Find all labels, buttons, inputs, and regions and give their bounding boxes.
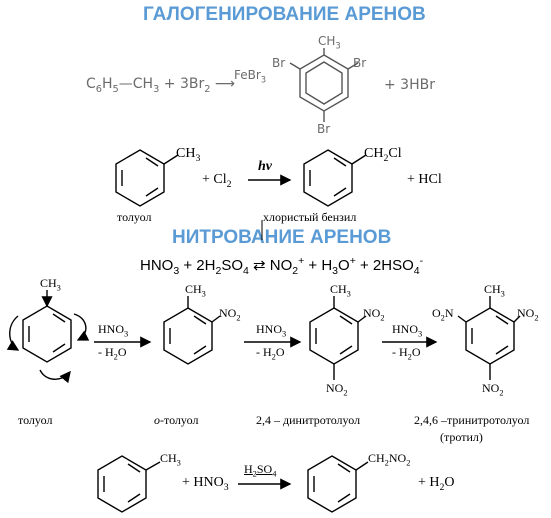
eq-sup: + — [349, 255, 356, 267]
reactant-ch: —CH — [118, 76, 154, 92]
label-trinitrotoluene: 2,4,6 –тринитротолуол — [414, 413, 530, 427]
title-nitration: НИТРОВАНИЕ АРЕНОВ — [172, 227, 392, 248]
step2-reagent: HNO3 — [256, 322, 287, 339]
eq-part: ⇄ NO — [248, 257, 293, 274]
label-o-nitrotoluene: о-толуол — [154, 413, 198, 428]
phenylnitromethane-label: CH2NO2 — [368, 451, 411, 468]
tribromotoluene-ring — [289, 48, 359, 122]
dinitro-no2-para: NO2 — [326, 381, 348, 398]
water-o: O — [444, 475, 455, 490]
trinitro-no2-left: O2N — [432, 306, 454, 323]
step2-minus-water: - H2O — [256, 345, 285, 362]
benzyl-chloride-ring — [303, 149, 367, 207]
title-halogenation: ГАЛОГЕНИРОВАНИЕ АРЕНОВ — [143, 4, 426, 25]
reagent-sub: 2 — [204, 83, 211, 95]
step3-reagent: HNO3 — [392, 322, 423, 339]
nitration-toluene-ch3: CH3 — [40, 276, 61, 293]
o-prefix: о — [154, 413, 160, 427]
label-benzyl-chloride: хлористый бензил — [263, 210, 357, 224]
tribromo-br-right: Br — [353, 56, 367, 70]
o-rest: -толуол — [160, 413, 199, 427]
reactant-sub: 3 — [153, 83, 160, 95]
eq-sub: 3 — [332, 265, 339, 277]
bromine-reagent: + 3Br — [163, 76, 205, 92]
eq-part: + 2HSO — [355, 257, 414, 274]
trinitro-no2-right: NO2 — [517, 306, 539, 323]
hcl-product: + HCl — [407, 172, 442, 187]
label-toluene: толуол — [18, 413, 53, 427]
tribromo-br-left: Br — [272, 56, 286, 70]
cl-text: + Cl — [202, 172, 227, 187]
step1-reagent: HNO3 — [98, 322, 129, 339]
chlorination-toluene-ring — [115, 149, 179, 207]
tribromo-ch3-label: CH3 — [318, 34, 341, 51]
water-sub: 2 — [439, 481, 445, 493]
tribromo-br-bottom: Br — [317, 122, 331, 136]
eq-sup: - — [419, 255, 424, 267]
chlorine-reagent: + Cl2 — [202, 172, 232, 190]
phenylnitromethane-ring — [307, 455, 369, 513]
dinitro-no2-ortho: NO2 — [363, 306, 385, 323]
eq-part: O — [338, 257, 350, 274]
dinitrotoluene-ring — [309, 296, 367, 380]
o-nitrotoluene-ring — [163, 296, 221, 365]
trinitro-no2-para: NO2 — [482, 381, 504, 398]
eq-sub: 3 — [173, 265, 180, 277]
cat-h: H — [244, 462, 253, 476]
catalyst-sub: 3 — [260, 74, 267, 85]
eq-sub: 2 — [292, 265, 299, 277]
light-condition: hν — [258, 159, 272, 174]
eq-part: + H — [304, 257, 333, 274]
nitrating-mixture-equation: HNO3 + 2H2SO4 ⇄ NO2+ + H3O+ + 2HSO4- — [140, 255, 423, 277]
o-nitro-ch3: CH3 — [185, 282, 206, 299]
cl-sub: 2 — [226, 178, 232, 190]
step1-minus-water: - H2O — [98, 345, 127, 362]
reactant-c: C — [86, 76, 96, 92]
hno3-sub: 3 — [223, 481, 229, 493]
catalyst-text: FeBr — [234, 68, 261, 82]
cat-sub: 2 — [252, 469, 257, 479]
dinitro-ch3: CH3 — [330, 282, 351, 299]
reactant-sub: 6 — [95, 83, 103, 95]
toluene-ch3-label: CH3 — [176, 146, 201, 164]
benzyl-ch2cl-label: CH2Cl — [364, 146, 402, 164]
side-plus-hno3: + HNO3 — [182, 475, 229, 493]
reaction-arrow: ⟶ — [214, 76, 235, 92]
trinitro-ch3: CH3 — [484, 282, 505, 299]
water-h: + H — [418, 475, 440, 490]
side-catalyst: H2SO4 — [244, 462, 276, 478]
label-dinitrotoluene: 2,4 – динитротолуол — [256, 413, 361, 427]
side-water: + H2O — [418, 475, 455, 493]
label-toluene-top: толуол — [117, 210, 152, 224]
o-nitro-no2: NO2 — [219, 306, 241, 323]
eq-sub: 4 — [413, 265, 420, 277]
nitration-toluene-ring — [6, 290, 90, 384]
trinitrotoluene-ring — [457, 296, 521, 380]
hno3-text: + HNO — [182, 475, 224, 490]
side-toluene-ring — [97, 455, 161, 513]
step3-minus-water: - H2O — [392, 345, 421, 362]
eq-part: HNO — [140, 257, 174, 274]
eq-sub: 4 — [243, 265, 249, 277]
label-trotyl: (тротил) — [440, 430, 483, 444]
eq-part: + 2H — [179, 257, 216, 274]
cat-so: SO — [256, 462, 273, 476]
reactant-h: H — [102, 76, 113, 92]
eq-sub: 2 — [215, 265, 222, 277]
eq-part: SO — [221, 257, 243, 274]
side-toluene-ch3: CH3 — [160, 451, 181, 468]
cat-sub2: 4 — [272, 469, 277, 479]
catalyst-febr3: FeBr3 — [234, 68, 266, 84]
eq-sup: + — [298, 255, 305, 267]
reactant-sub: 5 — [112, 83, 119, 95]
hbr-product: + 3HBr — [384, 77, 435, 93]
halogenation-reactants: C6H5—CH3 + 3Br2 ⟶ — [86, 76, 235, 95]
